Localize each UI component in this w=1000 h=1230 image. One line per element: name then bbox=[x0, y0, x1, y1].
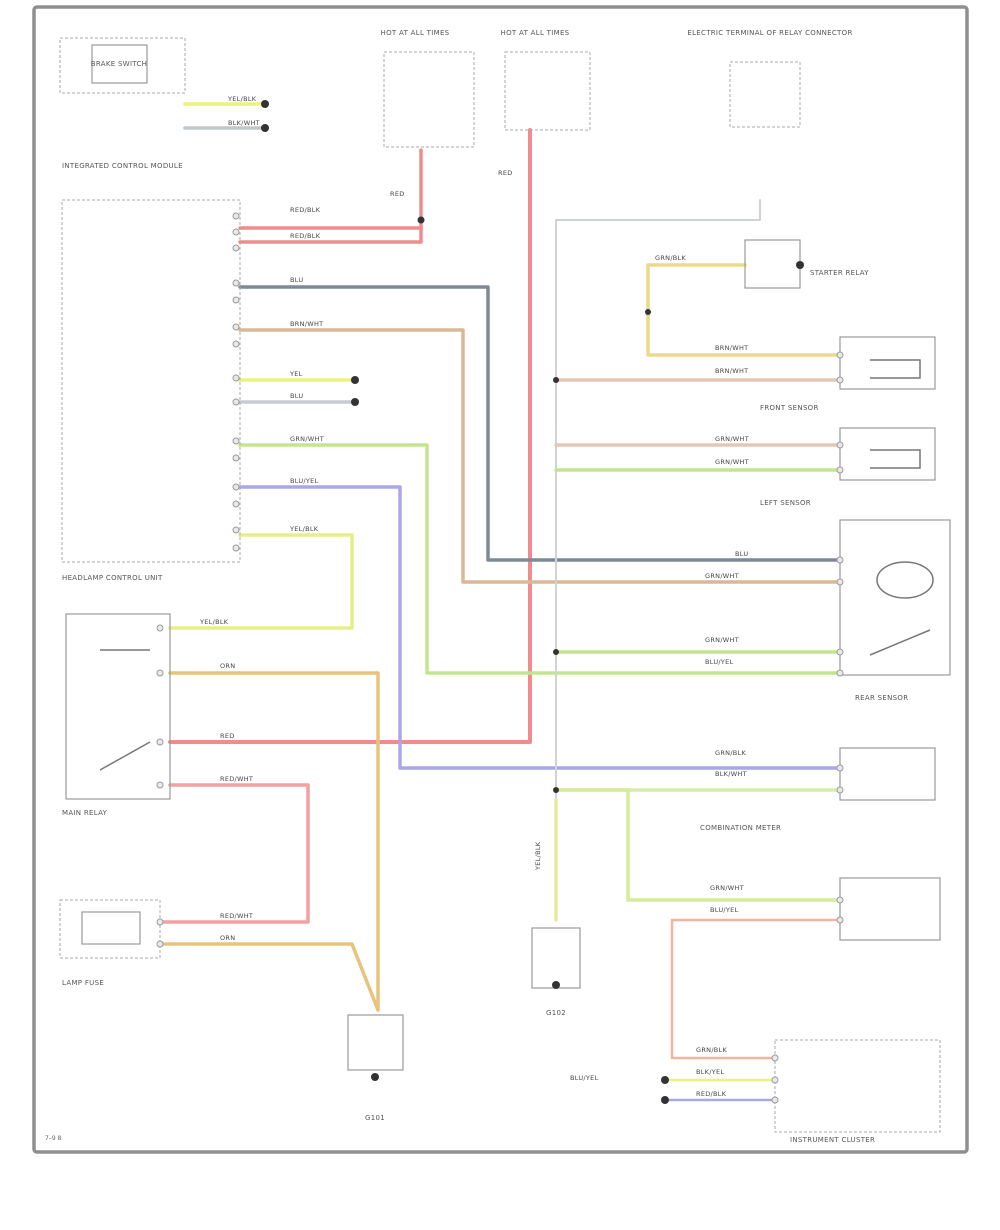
svg-text:RED: RED bbox=[390, 190, 405, 198]
svg-text:RED/WHT: RED/WHT bbox=[220, 912, 253, 920]
brake-switch-box bbox=[59, 37, 186, 94]
fuse-left-box bbox=[383, 51, 475, 148]
wire-red-fuse-left-2 bbox=[238, 226, 423, 244]
diagram-frame bbox=[32, 5, 969, 1154]
combination-meter-small bbox=[839, 747, 936, 801]
svg-text:BLU/YEL: BLU/YEL bbox=[570, 1074, 599, 1082]
svg-text:RED/WHT: RED/WHT bbox=[220, 775, 253, 783]
lamp-fuse-label: LAMP FUSE bbox=[62, 979, 104, 987]
svg-text:BRN/WHT: BRN/WHT bbox=[715, 344, 748, 352]
wire-pink-2 bbox=[670, 918, 842, 1060]
ground-mid-label: G102 bbox=[546, 1009, 566, 1017]
wire-tan bbox=[238, 328, 842, 584]
integrated-module-box bbox=[61, 199, 241, 563]
svg-text:BLU/YEL: BLU/YEL bbox=[290, 477, 319, 485]
svg-text:BLU: BLU bbox=[290, 392, 303, 400]
wire-green-5 bbox=[554, 788, 842, 902]
front-sensor-box bbox=[839, 336, 936, 390]
lamp-fuse-box bbox=[59, 899, 161, 959]
svg-text:BLU/YEL: BLU/YEL bbox=[705, 658, 734, 666]
svg-text:GRN/WHT: GRN/WHT bbox=[290, 435, 324, 443]
svg-text:YEL: YEL bbox=[289, 370, 303, 378]
svg-text:YEL/BLK: YEL/BLK bbox=[199, 618, 229, 626]
fuse-mid-box bbox=[504, 51, 591, 131]
wire-red-main bbox=[168, 128, 532, 744]
svg-text:BLU: BLU bbox=[735, 550, 748, 558]
front-sensor-label: FRONT SENSOR bbox=[760, 404, 819, 412]
svg-text:ORN: ORN bbox=[220, 934, 235, 942]
svg-text:BLU: BLU bbox=[290, 276, 303, 284]
brake-switch-label: BRAKE SWITCH bbox=[91, 60, 147, 68]
left-sensor-label: LEFT SENSOR bbox=[760, 499, 811, 507]
wire-yellow-4 bbox=[646, 263, 842, 357]
display-box bbox=[839, 877, 941, 941]
wires bbox=[158, 102, 842, 1102]
wire-orange-1 bbox=[168, 671, 380, 1012]
left-sensor-box bbox=[839, 427, 936, 481]
svg-text:ELECTRIC TERMINAL OF RELAY CON: ELECTRIC TERMINAL OF RELAY CONNECTOR bbox=[687, 29, 852, 37]
integrated-module-label: INTEGRATED CONTROL MODULE bbox=[62, 162, 183, 170]
svg-text:GRN/BLK: GRN/BLK bbox=[715, 749, 746, 757]
wire-gray-dash bbox=[555, 199, 761, 801]
svg-text:RED: RED bbox=[220, 732, 235, 740]
footer-note: 7–9 8 bbox=[45, 1135, 62, 1142]
svg-text:GRN/WHT: GRN/WHT bbox=[715, 458, 749, 466]
switch-symbols bbox=[99, 359, 934, 771]
svg-text:HOT AT ALL TIMES: HOT AT ALL TIMES bbox=[381, 29, 450, 37]
svg-text:RED/BLK: RED/BLK bbox=[290, 232, 321, 240]
starter-relay-label: STARTER RELAY bbox=[810, 269, 869, 277]
svg-text:YEL/BLK: YEL/BLK bbox=[227, 95, 257, 103]
wire-pink-1 bbox=[158, 783, 310, 924]
wire-blue-1 bbox=[238, 485, 842, 770]
starter-relay-box bbox=[744, 239, 801, 289]
svg-text:YEL/BLK: YEL/BLK bbox=[289, 525, 319, 533]
wire-red-fuse-left bbox=[238, 148, 423, 230]
components: BRAKE SWITCH HOT AT ALL TIMES HOT AT ALL… bbox=[59, 29, 951, 1144]
wire-green-1 bbox=[238, 443, 842, 675]
svg-text:GRN/WHT: GRN/WHT bbox=[705, 636, 739, 644]
combination-meter-label: COMBINATION METER bbox=[700, 824, 781, 832]
instrument-cluster-label: INSTRUMENT CLUSTER bbox=[790, 1136, 875, 1144]
main-relay-label: MAIN RELAY bbox=[62, 809, 108, 817]
connection-nodes bbox=[261, 100, 804, 1104]
rear-sensor-label: REAR SENSOR bbox=[855, 694, 908, 702]
rear-sensor-box bbox=[839, 519, 951, 676]
svg-text:YEL/BLK: YEL/BLK bbox=[534, 841, 542, 871]
svg-text:ORN: ORN bbox=[220, 662, 235, 670]
svg-text:GRN/WHT: GRN/WHT bbox=[705, 572, 739, 580]
svg-text:BRN/WHT: BRN/WHT bbox=[290, 320, 323, 328]
svg-text:RED/BLK: RED/BLK bbox=[696, 1090, 727, 1098]
svg-text:RED/BLK: RED/BLK bbox=[290, 206, 321, 214]
svg-text:GRN/WHT: GRN/WHT bbox=[715, 435, 749, 443]
ground-left-label: G101 bbox=[365, 1114, 385, 1122]
svg-text:GRN/BLK: GRN/BLK bbox=[655, 254, 686, 262]
main-relay-box bbox=[65, 613, 171, 800]
svg-text:BLK/WHT: BLK/WHT bbox=[228, 119, 260, 127]
wire-orange-2 bbox=[158, 942, 380, 1012]
headlamp-module-label: HEADLAMP CONTROL UNIT bbox=[62, 574, 163, 582]
wire-gray-2 bbox=[238, 285, 842, 562]
module-pins bbox=[156, 212, 844, 1104]
svg-text:RED: RED bbox=[498, 169, 513, 177]
svg-text:BLU/YEL: BLU/YEL bbox=[710, 906, 739, 914]
wire-labels: YEL/BLK BLK/WHT RED RED/BLK RED/BLK BLU … bbox=[199, 95, 749, 1098]
svg-text:BLK/WHT: BLK/WHT bbox=[715, 770, 747, 778]
svg-text:BRN/WHT: BRN/WHT bbox=[715, 367, 748, 375]
svg-text:HOT AT ALL TIMES: HOT AT ALL TIMES bbox=[501, 29, 570, 37]
instrument-cluster-box bbox=[774, 1039, 941, 1133]
svg-text:GRN/BLK: GRN/BLK bbox=[696, 1046, 727, 1054]
ground-mid-box bbox=[531, 927, 581, 989]
fuse-right-box bbox=[729, 61, 801, 128]
svg-text:BLK/YEL: BLK/YEL bbox=[696, 1068, 724, 1076]
ground-left-box bbox=[347, 1014, 404, 1071]
svg-text:GRN/WHT: GRN/WHT bbox=[710, 884, 744, 892]
wire-yellow-3 bbox=[168, 533, 354, 630]
